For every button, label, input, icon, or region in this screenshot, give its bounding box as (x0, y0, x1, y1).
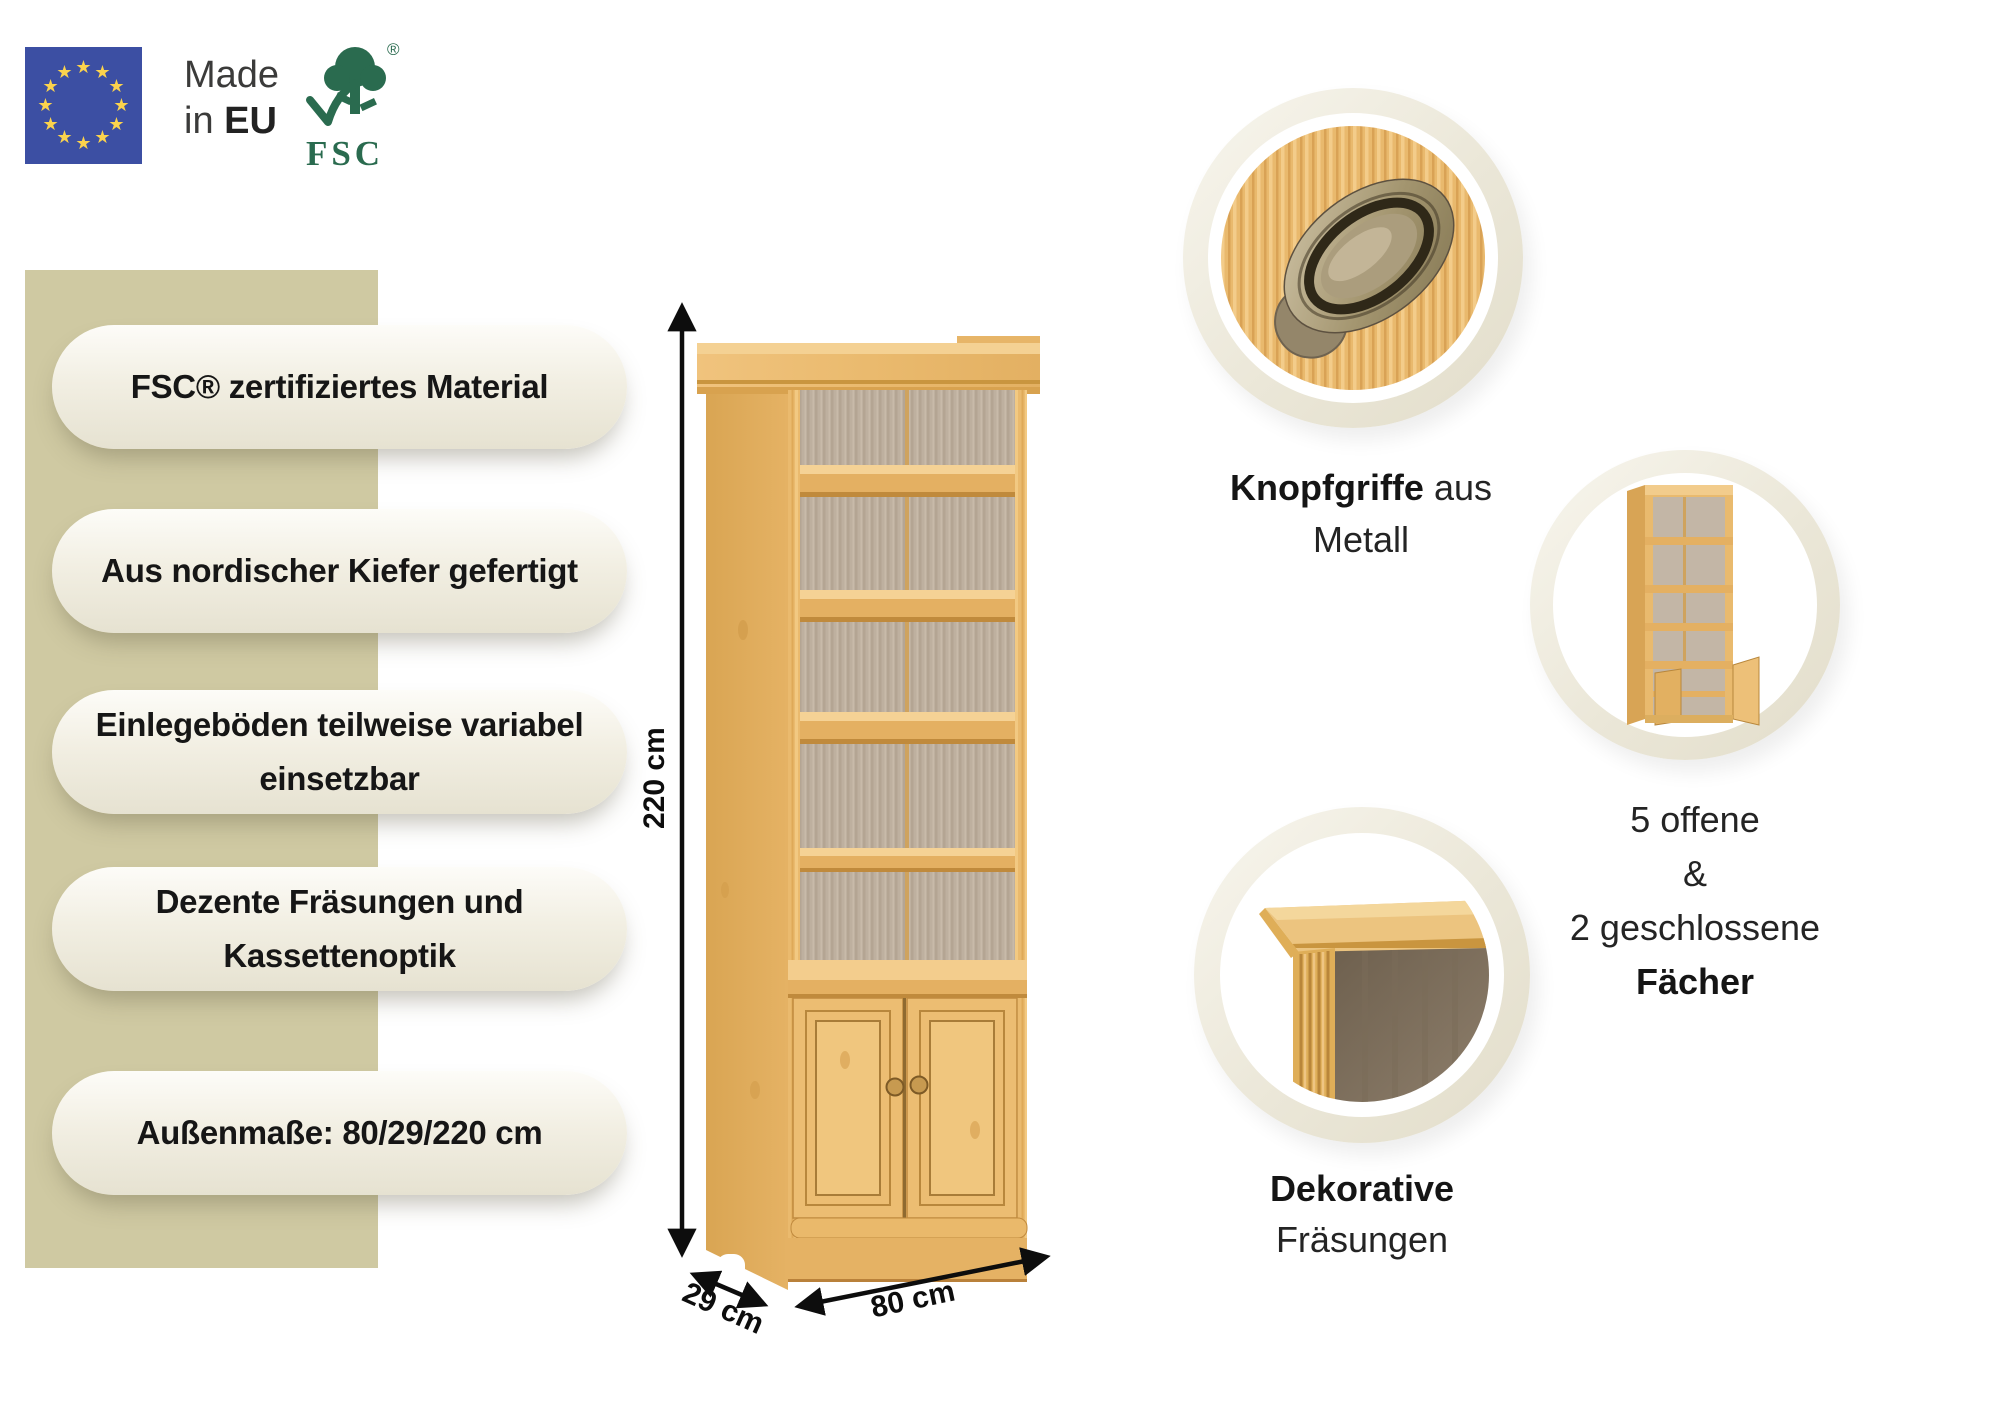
star-icon: ★ (94, 61, 111, 82)
width-arrow (794, 1247, 1051, 1316)
feature-text: Einlegeböden teilweise variabel (95, 706, 584, 743)
star-icon: ★ (56, 61, 73, 82)
knob-photo (1221, 126, 1485, 390)
made-word: Made (184, 54, 280, 96)
depth-arrow (689, 1270, 769, 1309)
caption-text: 2 geschlossene (1569, 907, 1821, 948)
milling-caption: Dekorative Fräsungen (1162, 1163, 1562, 1265)
star-icon: ★ (108, 113, 125, 134)
feature-pill-aussenmasse: Außenmaße: 80/29/220 cm (52, 1071, 627, 1195)
star-icon: ★ (113, 94, 130, 115)
star-icon: ★ (75, 56, 92, 77)
caption-bold: Dekorative (1269, 1168, 1455, 1209)
star-icon: ★ (108, 75, 125, 96)
eu-flag-icon: ★ ★ ★ ★ ★ ★ ★ ★ ★ ★ ★ ★ (25, 47, 142, 164)
caption-text: Fräsungen (1275, 1219, 1449, 1260)
bookcase-render (697, 336, 1040, 1290)
feature-text: Außenmaße: 80/29/220 cm (136, 1114, 543, 1151)
star-icon: ★ (75, 132, 92, 153)
caption-text: 5 offene (1630, 799, 1760, 840)
made-in-eu-label: Made in EU (184, 52, 404, 144)
registered-mark: ® (387, 40, 400, 59)
caption-text: & (1682, 853, 1707, 894)
bookcase-open-shelves (800, 390, 1015, 960)
star-icon: ★ (56, 127, 73, 148)
mini-bookcase-render (1627, 485, 1760, 726)
feature-text: Dezente Fräsungen und (155, 883, 524, 920)
bookcase-side-panel (706, 353, 788, 1290)
feature-pill-kiefer: Aus nordischer Kiefer gefertigt (52, 509, 627, 633)
in-word: in (184, 100, 225, 142)
bookcase-doors (792, 997, 1018, 1219)
feature-text: Kassettenoptik (223, 937, 456, 974)
star-icon: ★ (42, 75, 59, 96)
door-knob (885, 1077, 905, 1097)
caption-text: aus (1423, 467, 1492, 508)
feature-pill-fraesungen: Dezente Fräsungen und Kassettenoptik (52, 867, 627, 991)
feature-text: Aus nordischer Kiefer gefertigt (101, 552, 578, 589)
caption-text: Metall (1312, 519, 1410, 560)
milling-photo (1235, 848, 1489, 1102)
star-icon: ★ (94, 127, 111, 148)
caption-bold: Fächer (1635, 961, 1755, 1002)
metal-knob-icon (1274, 178, 1455, 359)
fsc-logo: FSC ® (295, 40, 405, 173)
caption-bold: Knopfgriffe (1229, 467, 1424, 508)
fsc-wordmark: FSC (305, 134, 385, 173)
star-icon: ★ (42, 113, 59, 134)
door-knob (909, 1075, 929, 1095)
star-icon: ★ (37, 94, 54, 115)
feature-pill-einlegeboeden: Einlegeböden teilweise variabel einsetzb… (52, 690, 627, 814)
compartments-caption: 5 offene & 2 geschlossene Fächer (1495, 793, 1895, 1009)
fsc-tree-icon (305, 47, 386, 126)
bookcase-shelf (788, 465, 1027, 872)
feature-pill-fsc: FSC® zertifiziertes Material (52, 325, 627, 449)
feature-text: einsetzbar (259, 760, 420, 797)
eu-word: EU (224, 100, 277, 142)
height-dimension-label: 220 cm (638, 727, 671, 829)
feature-text: FSC® zertifiziertes Material (130, 368, 549, 405)
knob-caption: Knopfgriffe aus Metall (1161, 462, 1561, 566)
